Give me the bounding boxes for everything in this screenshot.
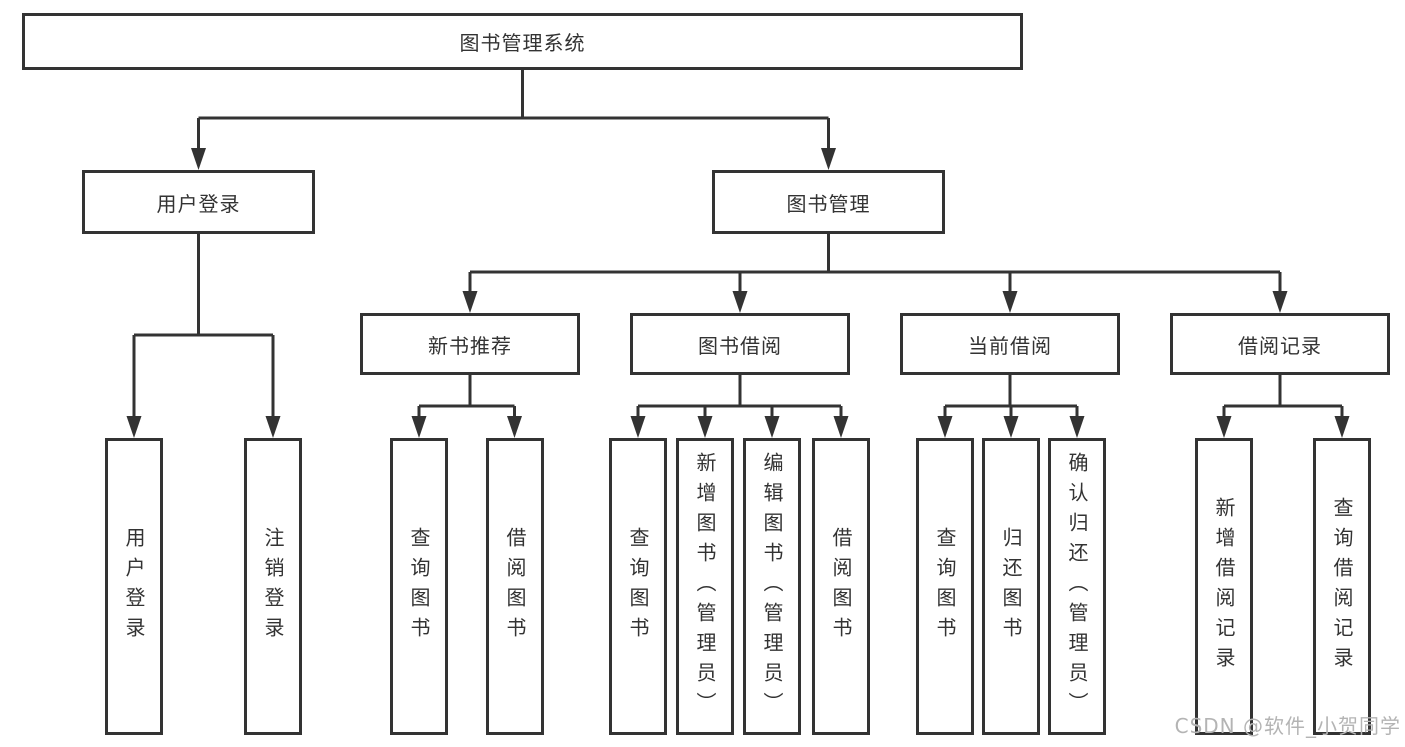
node-borrowing-records-label: 借阅记录 — [1238, 333, 1322, 358]
node-logout-leaf: 注销登录 — [244, 438, 302, 735]
node-new-book-recommend: 新书推荐 — [360, 313, 580, 375]
node-add-borrow-record: 新增借阅记录 — [1195, 438, 1253, 735]
node-book-borrowing-label: 图书借阅 — [698, 333, 782, 358]
csdn-watermark: CSDN @软件_小贺同学 — [1174, 714, 1401, 738]
node-current-borrowing: 当前借阅 — [900, 313, 1120, 375]
node-library-system-label: 图书管理系统 — [459, 31, 586, 55]
node-query-books-under-borrowing: 查询图书 — [609, 438, 667, 735]
node-query-borrow-record: 查询借阅记录 — [1313, 438, 1371, 735]
node-query-books-under-current: 查询图书 — [916, 438, 974, 735]
node-library-system: 图书管理系统 — [22, 13, 1023, 70]
node-book-management-label: 图书管理 — [786, 191, 871, 216]
arrowheads — [126, 148, 1350, 438]
node-borrowing-records: 借阅记录 — [1170, 313, 1390, 375]
node-current-borrowing-label: 当前借阅 — [968, 333, 1052, 358]
node-add-books-admin: 新增图书（管理员） — [676, 438, 734, 735]
node-user-login: 用户登录 — [82, 170, 315, 234]
node-edit-books-admin: 编辑图书（管理员） — [743, 438, 801, 735]
node-confirm-return-admin: 确认归还（管理员） — [1048, 438, 1106, 735]
node-query-books-under-new-book: 查询图书 — [390, 438, 448, 735]
node-book-management: 图书管理 — [712, 170, 945, 234]
node-book-borrowing: 图书借阅 — [630, 313, 850, 375]
node-borrow-books-under-new-book: 借阅图书 — [486, 438, 544, 735]
node-user-login-label: 用户登录 — [156, 191, 241, 216]
node-user-login-leaf: 用户登录 — [105, 438, 163, 735]
node-new-book-recommend-label: 新书推荐 — [428, 333, 512, 358]
node-return-books: 归还图书 — [982, 438, 1040, 735]
node-borrow-books-under-borrowing: 借阅图书 — [812, 438, 870, 735]
